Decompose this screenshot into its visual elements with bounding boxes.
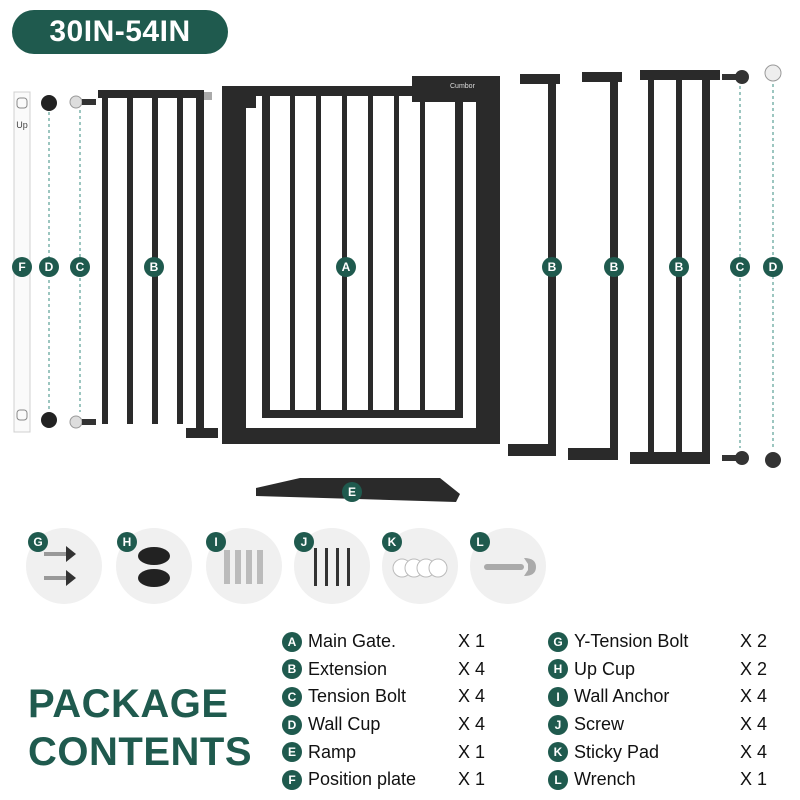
svg-text:C: C	[76, 260, 85, 274]
badge-b-left: B	[144, 257, 164, 277]
wall-anchor-icon	[224, 550, 263, 584]
badge-b-right-2: B	[604, 257, 624, 277]
badge-f: F	[12, 257, 32, 277]
package-title-line1: PACKAGE	[28, 682, 229, 726]
accessory-badge-g: G	[28, 532, 48, 552]
up-cup-icon	[138, 547, 170, 587]
wrench-icon	[484, 558, 536, 576]
left-wall-cups	[41, 95, 57, 428]
badge-b-right-3: B	[669, 257, 689, 277]
accessory-k	[382, 528, 458, 604]
accessory-j	[294, 528, 370, 604]
gate-diagram: Up	[12, 64, 783, 502]
svg-text:B: B	[548, 260, 557, 274]
badge-a: A	[336, 257, 356, 277]
accessory-badge-j: J	[294, 532, 314, 552]
position-plate-text: Up	[16, 120, 28, 130]
diagram-letter-badges: F D C B A B B B C D E	[12, 257, 783, 502]
screw-icon	[314, 548, 350, 586]
svg-text:B: B	[675, 260, 684, 274]
svg-text:D: D	[45, 260, 54, 274]
accessory-h	[116, 528, 192, 604]
brand-label: Cumbor	[450, 83, 476, 90]
badge-d-right: D	[763, 257, 783, 277]
badge-c-left: C	[70, 257, 90, 277]
svg-text:F: F	[18, 260, 25, 274]
accessory-badge-i: I	[206, 532, 226, 552]
sticky-pad-icon	[392, 558, 448, 578]
main-gate: Cumbor	[222, 76, 500, 444]
svg-text:E: E	[348, 485, 356, 499]
accessory-badge-k: K	[382, 532, 402, 552]
svg-text:C: C	[736, 260, 745, 274]
badge-b-right-1: B	[542, 257, 562, 277]
accessory-badge-l: L	[470, 532, 490, 552]
size-badge: 30IN-54IN	[12, 10, 228, 54]
package-title-line2: CONTENTS	[28, 730, 252, 774]
svg-text:B: B	[150, 260, 159, 274]
svg-text:D: D	[769, 260, 778, 274]
svg-text:B: B	[610, 260, 619, 274]
badge-d-left: D	[39, 257, 59, 277]
svg-text:A: A	[342, 260, 351, 274]
badge-c-right: C	[730, 257, 750, 277]
accessory-badge-h: H	[117, 532, 137, 552]
badge-e: E	[342, 482, 362, 502]
y-tension-bolt-icon	[44, 546, 76, 586]
